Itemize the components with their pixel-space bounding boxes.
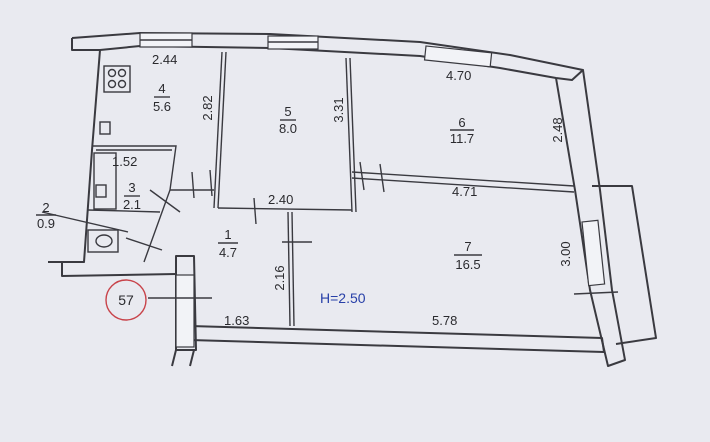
dim-room4-height: 2.82 [200,95,215,120]
room-3-area: 2.1 [123,197,141,212]
room-1-number: 1 [224,227,231,242]
room-6-area: 11.7 [450,131,474,146]
window-room6 [423,45,493,68]
room-5-area: 8.0 [279,121,297,136]
room-6-number: 6 [458,115,465,130]
dim-bath-width: 1.52 [112,154,137,169]
kitchen-sink-icon [99,121,111,135]
apartment-number-circle [105,279,147,321]
stove-icon [103,65,131,93]
room-1-area: 4.7 [219,245,237,260]
room-7-number: 7 [464,239,471,254]
window-hall [175,274,195,348]
room-7-area: 16.5 [455,257,480,272]
door-marks [41,161,619,299]
room-4-number: 4 [158,81,165,96]
interior-walls [87,51,575,327]
dim-top-left: 2.44 [152,52,177,67]
dim-room6-height: 2.48 [550,117,565,142]
dim-hall-height: 2.16 [272,265,287,290]
fixtures [87,65,147,321]
room-3-number: 3 [128,180,135,195]
washbasin-icon [95,184,107,198]
dim-bottom-right: 5.78 [432,313,457,328]
room-labels: 4 5.6 5 8.0 6 11.7 3 2.1 2 0.9 1 4.7 7 1… [36,81,482,272]
dim-bottom-left: 1.63 [224,313,249,328]
room-2-area: 0.9 [37,216,55,231]
bathtub-icon [93,152,117,210]
dim-room1-width: 2.40 [268,192,293,207]
dimension-labels: 2.44 4.70 2.82 3.31 2.48 1.52 2.40 4.71 … [112,52,573,328]
dim-room7-height: 3.00 [558,241,573,266]
dim-room7-width: 4.71 [452,184,477,199]
dim-room5-height: 3.31 [331,97,346,122]
dim-top-right: 4.70 [446,68,471,83]
toilet-icon [87,229,119,253]
ceiling-height-label: H=2.50 [320,290,366,306]
room-2-number: 2 [42,200,49,215]
windows [139,32,606,348]
room-4-area: 5.6 [153,99,171,114]
apartment-number: 57 [118,292,134,308]
window-room7 [581,219,606,287]
room-5-number: 5 [284,104,291,119]
